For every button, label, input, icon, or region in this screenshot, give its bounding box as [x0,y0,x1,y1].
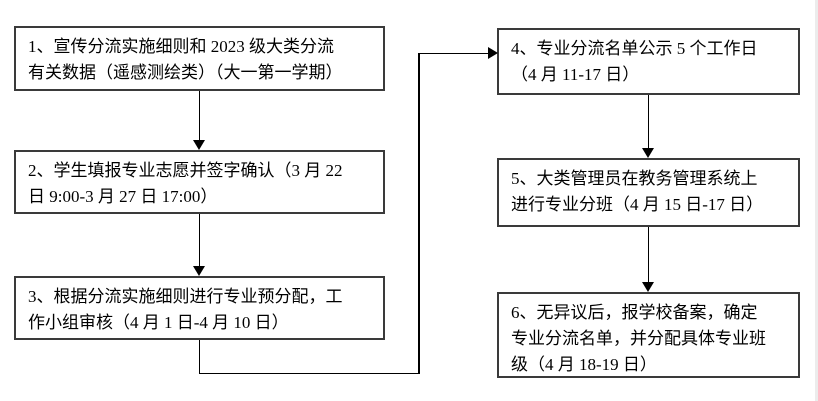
arrowhead-right-icon [487,46,498,59]
connector-3-4-segment-down [198,340,200,374]
page-edge-divider [815,0,818,401]
flow-step-3-box: 3、根据分流实施细则进行专业预分配，工 作小组审核（4 月 1 日-4 月 10… [14,276,385,340]
connector-5-6-line [647,227,650,283]
connector-4-5-line [647,95,650,149]
arrowhead-down-icon [642,282,654,292]
flow-step-5-box: 5、大类管理员在教务管理系统上 进行专业分班（4 月 15 日-17 日） [497,158,800,227]
flow-step-1-box: 1、宣传分流实施细则和 2023 级大类分流 有关数据（遥感测绘类）（大一第一学… [14,26,385,91]
arrowhead-down-icon [192,140,205,150]
arrowhead-down-icon [192,266,205,276]
connector-2-3-line [198,214,200,267]
connector-3-4-segment-into-box4 [418,52,488,54]
connector-3-4-segment-right [198,372,420,374]
connector-3-4-segment-up [418,52,420,374]
connector-1-2-line [198,91,200,141]
flow-step-2-box: 2、学生填报专业志愿并签字确认（3 月 22 日 9:00-3 月 27 日 1… [14,150,385,214]
flow-step-4-box: 4、专业分流名单公示 5 个工作日 （4 月 11-17 日） [497,28,800,95]
arrowhead-down-icon [642,148,654,158]
flow-step-6-box: 6、无异议后，报学校备案，确定 专业分流名单，并分配具体专业班 级（4 月 18… [497,292,800,378]
